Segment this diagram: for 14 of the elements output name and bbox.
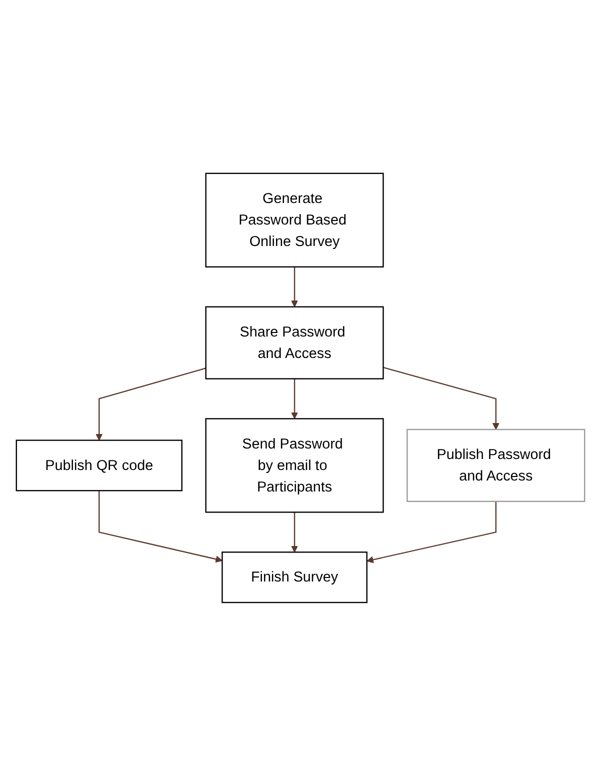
flowchart: Generate Password Based Online Survey Share Password and Access Publish QR code Send Password by email to Participants Publish Password and Access Finish Survey <box>10 166 591 608</box>
arrow <box>291 266 298 307</box>
node-box <box>205 306 384 379</box>
arrow <box>96 367 206 440</box>
node-box <box>205 418 384 512</box>
node-box <box>222 551 368 603</box>
arrow <box>291 378 298 419</box>
arrow <box>291 512 298 552</box>
arrow <box>383 366 500 430</box>
arrow <box>366 500 496 563</box>
node-box <box>205 172 384 268</box>
arrow <box>98 490 223 562</box>
node-box <box>16 439 182 491</box>
node-box <box>406 428 586 502</box>
